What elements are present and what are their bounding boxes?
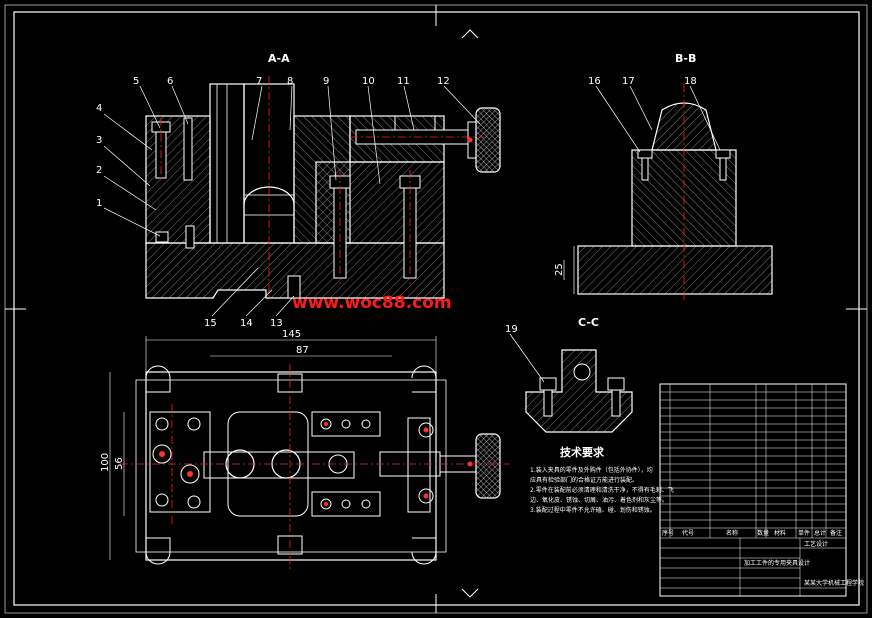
watermark-text: www.woc88.com xyxy=(292,293,452,313)
drawing-name: 加工工件的专用夹具设计 xyxy=(744,559,810,567)
balloon-8: 8 xyxy=(287,76,293,87)
balloon-15: 15 xyxy=(204,318,217,329)
balloon-10: 10 xyxy=(362,76,375,87)
balloon-6: 6 xyxy=(167,76,173,87)
tech-note-line: 3.装配过程中零件不允许磕、碰、划伤和锈蚀。 xyxy=(530,506,656,514)
balloon-12: 12 xyxy=(437,76,450,87)
parts-header-qty: 数量 xyxy=(757,529,769,537)
tech-note-line: 应具有检验部门的合格证方能进行装配。 xyxy=(530,476,638,484)
parts-header-no: 序号 xyxy=(662,529,674,537)
tech-notes-title: 技术要求 xyxy=(560,445,605,459)
parts-header-note: 备注 xyxy=(830,529,842,537)
parts-header-name: 名称 xyxy=(726,529,738,537)
tech-note-line: 1.装入夹具的零件及外购件（包括外协件），均 xyxy=(530,466,653,474)
balloon-13: 13 xyxy=(270,318,283,329)
parts-header-total: 总计 xyxy=(814,529,826,537)
tech-note-line: 2.零件在装配前必须清理和清洗干净，不得有毛刺、飞 xyxy=(530,486,674,494)
dim-plan-inner: 87 xyxy=(296,345,309,356)
balloon-14: 14 xyxy=(240,318,253,329)
balloon-5: 5 xyxy=(133,76,139,87)
balloon-2: 2 xyxy=(96,165,102,176)
section-c-view: C-C 19 xyxy=(505,316,633,433)
balloon-7: 7 xyxy=(256,76,262,87)
dim-side-height: 25 xyxy=(554,263,565,276)
title-block: 序号 代号 名称 数量 材料 单件 总计 备注 加工工件的专用夹具设计 工艺设计… xyxy=(659,383,864,597)
drawing-frame xyxy=(4,4,868,614)
tech-note-line: 边、氧化皮、锈蚀、切屑、油污、着色剂和灰尘等。 xyxy=(530,496,668,504)
balloon-17: 17 xyxy=(622,76,635,87)
section-b-title: B-B xyxy=(675,52,696,65)
balloon-9: 9 xyxy=(323,76,329,87)
parts-header-material: 材料 xyxy=(774,529,786,537)
section-b-view: B-B 16 17 18 25 xyxy=(554,52,773,300)
balloon-19: 19 xyxy=(505,324,518,335)
plan-view: 145 87 100 56 xyxy=(100,329,510,570)
balloon-11: 11 xyxy=(397,76,410,87)
title-block-label: 工艺设计 xyxy=(804,540,828,548)
parts-header-code: 代号 xyxy=(682,529,694,537)
balloon-4: 4 xyxy=(96,103,102,114)
section-a-view: A-A xyxy=(96,52,501,329)
dim-plan-height2: 56 xyxy=(114,457,125,470)
section-a-title: A-A xyxy=(268,52,290,65)
balloon-16: 16 xyxy=(588,76,601,87)
balloon-1: 1 xyxy=(96,198,102,209)
school-name: 某某大学机械工程学院 xyxy=(804,579,864,587)
dim-plan-width: 145 xyxy=(282,329,301,340)
balloon-18: 18 xyxy=(684,76,697,87)
parts-header-unit: 单件 xyxy=(798,529,810,537)
technical-notes: 技术要求 1.装入夹具的零件及外购件（包括外协件），均 应具有检验部门的合格证方… xyxy=(530,445,674,514)
balloon-3: 3 xyxy=(96,135,102,146)
section-c-title: C-C xyxy=(578,316,599,329)
dim-plan-height: 100 xyxy=(100,453,111,472)
